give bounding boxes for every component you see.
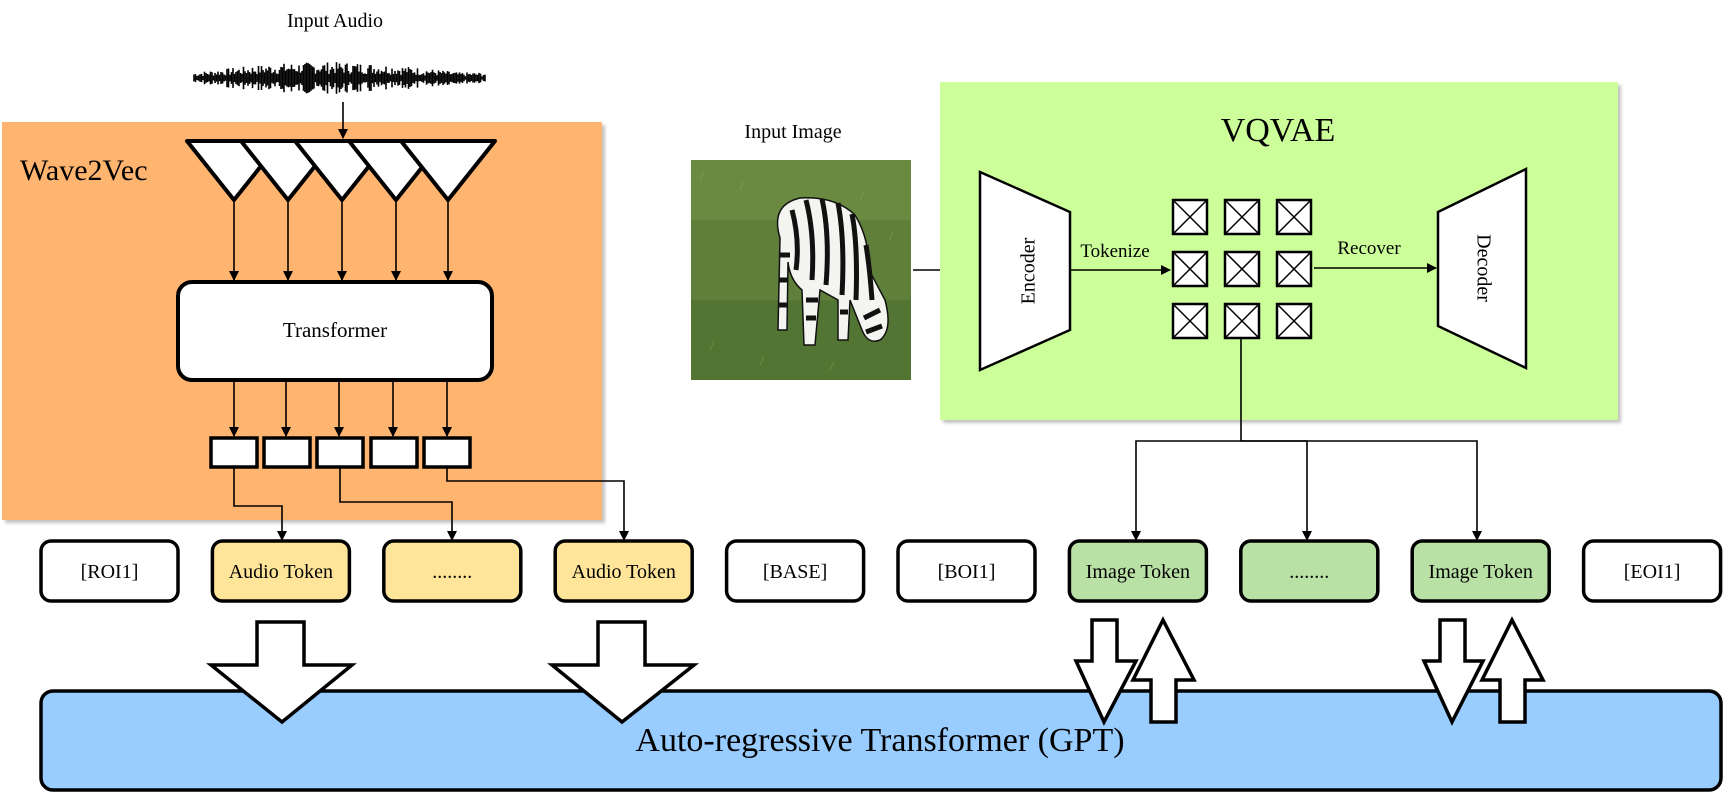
filter-to-transformer-arrows <box>229 200 453 281</box>
token-box: [BOI1] <box>896 539 1037 603</box>
token-box: ........ <box>1239 539 1380 603</box>
encoder-label: Encoder <box>1018 237 1040 304</box>
codebook-cell <box>1171 198 1209 236</box>
down-arrow-audio-2 <box>547 620 700 725</box>
tokenize-label: Tokenize <box>1080 241 1149 262</box>
token-box: [ROI1] <box>39 539 180 603</box>
token-label: [ROI1] <box>81 561 139 583</box>
down-arrow-image-2 <box>1421 618 1486 727</box>
codebook-cell <box>1171 302 1209 340</box>
token-label: [BOI1] <box>938 561 996 583</box>
token-label: [BASE] <box>763 561 827 583</box>
token-row: [ROI1] Audio Token........ Audio Token [BAS… <box>39 539 1723 603</box>
token-label: Image Token <box>1429 561 1533 583</box>
codebook-cell <box>1275 250 1313 288</box>
audio-feature-box <box>369 436 419 469</box>
codebook-cell <box>1223 302 1261 340</box>
conv-filter <box>399 139 497 202</box>
token-label: ........ <box>1289 561 1329 583</box>
input-audio-label: Input Audio <box>287 10 383 32</box>
audio-feature-boxes <box>209 436 472 469</box>
codebook-cell <box>1223 250 1261 288</box>
token-label: Audio Token <box>229 561 333 583</box>
down-arrow-image-1 <box>1073 618 1139 726</box>
encoder-block <box>978 170 1072 372</box>
audio-feature-box <box>315 436 365 469</box>
token-label: [EOI1] <box>1624 561 1681 583</box>
token-box: Audio Token <box>553 539 694 603</box>
codebook-cell <box>1223 198 1261 236</box>
token-box: Image Token <box>1410 539 1551 603</box>
audio-feature-box <box>209 436 259 469</box>
codebook-grid <box>1171 198 1313 340</box>
vqvae-title: VQVAE <box>1221 112 1336 149</box>
decoder-label: Decoder <box>1472 234 1494 302</box>
gpt-label: Auto-regressive Transformer (GPT) <box>635 722 1124 759</box>
token-box: [BASE] <box>724 539 866 603</box>
down-arrow-audio-1 <box>206 620 357 725</box>
audio-waveform <box>193 62 486 94</box>
transformer-label: Transformer <box>283 318 387 342</box>
token-label: Audio Token <box>572 561 676 583</box>
token-box: Audio Token <box>210 539 352 603</box>
audio-feature-box <box>262 436 312 469</box>
wave2vec-label: Wave2Vec <box>20 154 148 187</box>
token-label: Image Token <box>1086 561 1190 583</box>
token-box: ........ <box>382 539 523 603</box>
conv-filters <box>185 139 497 202</box>
feature-to-token-arrows <box>233 467 629 541</box>
zebra-image <box>691 160 911 380</box>
up-arrow-image-1 <box>1130 616 1197 724</box>
audio-feature-box <box>422 436 472 469</box>
codebook-cell <box>1275 198 1313 236</box>
codebook-cell <box>1171 250 1209 288</box>
codebook-to-token-arrows <box>1131 338 1482 541</box>
codebook-cell <box>1275 302 1313 340</box>
token-box: [EOI1] <box>1581 539 1723 603</box>
decoder-block <box>1436 166 1528 370</box>
gpt-block <box>39 689 1723 792</box>
transformer-box <box>176 280 494 382</box>
token-box: Image Token <box>1067 539 1209 603</box>
up-arrow-image-2 <box>1479 616 1546 724</box>
token-label: ........ <box>432 561 472 583</box>
input-image-label: Input Image <box>744 121 841 143</box>
recover-label: Recover <box>1337 238 1401 259</box>
transformer-to-feature-arrows <box>229 382 452 437</box>
token-input-arrows <box>206 616 1546 727</box>
